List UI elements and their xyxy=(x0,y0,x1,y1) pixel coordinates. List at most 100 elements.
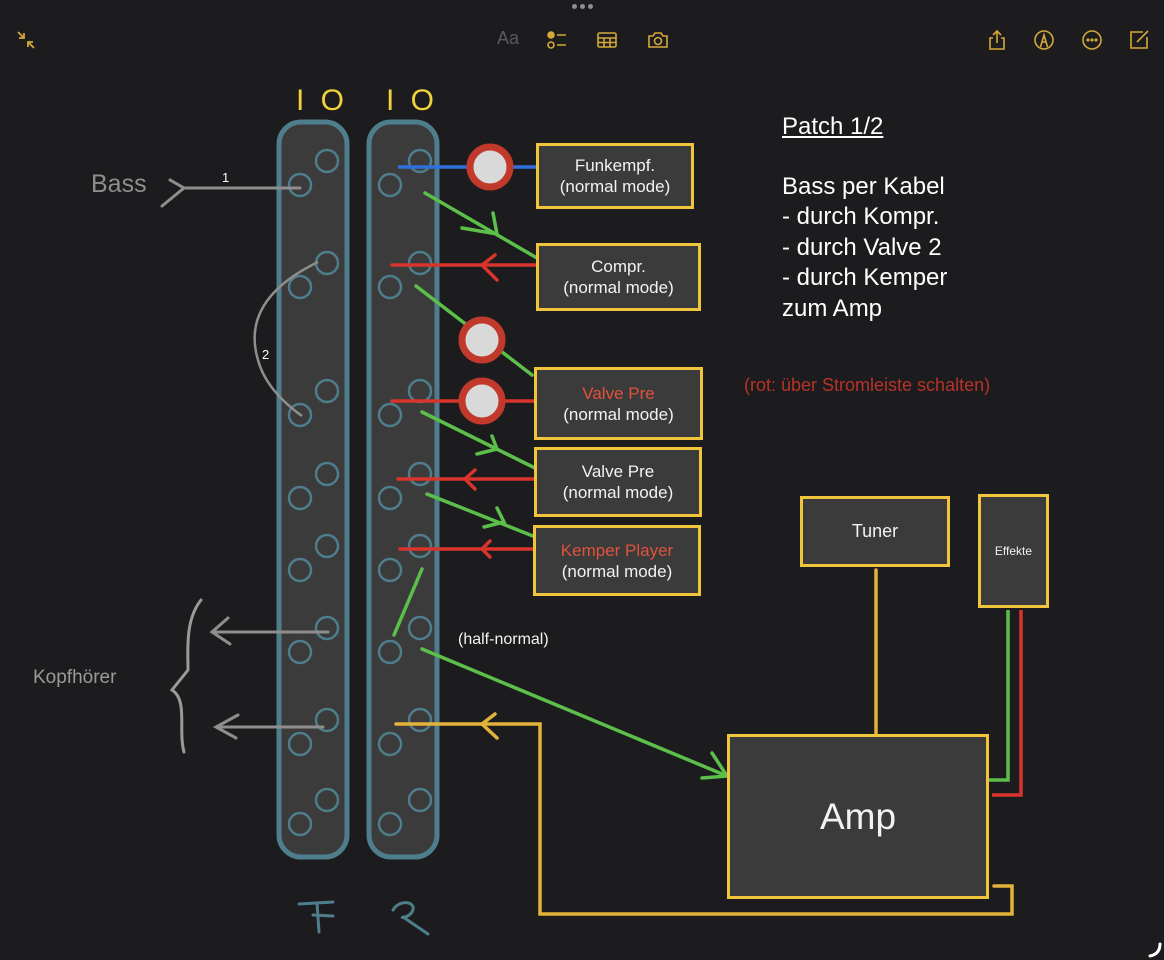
device-mode: (normal mode) xyxy=(561,561,673,581)
patchbay-jacks xyxy=(287,148,433,837)
more-button[interactable] xyxy=(1078,26,1106,54)
rear-jack xyxy=(407,533,433,559)
rear-jack xyxy=(377,557,403,583)
device-mode: (normal mode) xyxy=(563,278,674,297)
markup-button[interactable] xyxy=(1030,26,1058,54)
rear-jack xyxy=(407,148,433,174)
front-jack xyxy=(287,274,313,300)
rear-jack xyxy=(407,707,433,733)
front-letter-f xyxy=(297,900,335,934)
collapse-button[interactable] xyxy=(12,26,40,54)
format-text-button[interactable]: Aa xyxy=(496,28,520,48)
device-mode: (normal mode) xyxy=(563,404,674,424)
device-name: Funkempf. xyxy=(574,156,656,175)
markup-pen-icon xyxy=(1034,30,1054,50)
share-button[interactable] xyxy=(983,26,1011,54)
rear-jack xyxy=(377,731,403,757)
front-jack xyxy=(314,148,340,174)
device-box-kemper-player[interactable]: Kemper Player (normal mode) xyxy=(533,525,701,596)
headphone-out-2-arrow xyxy=(212,713,325,740)
note-line: - durch Kompr. xyxy=(782,203,940,230)
front-jack xyxy=(287,557,313,583)
device-name: Valve Pre xyxy=(581,462,655,481)
front-jack xyxy=(287,485,313,511)
amp-label: Amp xyxy=(819,795,897,837)
compose-icon xyxy=(1130,30,1149,49)
compose-button[interactable] xyxy=(1125,26,1153,54)
device-box-funkempf[interactable]: Funkempf. (normal mode) xyxy=(536,143,694,209)
note-line: zum Amp xyxy=(782,294,883,322)
rear-jack xyxy=(377,274,403,300)
effects-return-line xyxy=(992,610,1023,797)
amp-box[interactable]: Amp xyxy=(727,734,989,899)
tuner-box[interactable]: Tuner xyxy=(800,496,950,567)
device-name: Valve Pre xyxy=(582,383,655,403)
rear-jack xyxy=(407,615,433,641)
device-name: Compr. xyxy=(591,257,646,276)
front-jack xyxy=(314,378,340,404)
checklist-icon xyxy=(547,31,566,49)
front-jack xyxy=(314,533,340,559)
device-box-compr[interactable]: Compr. (normal mode) xyxy=(536,243,701,311)
device-name: Kemper Player xyxy=(560,540,674,560)
device-box-valve-pre-1[interactable]: Valve Pre (normal mode) xyxy=(534,367,703,440)
effects-label: Effekte xyxy=(994,543,1033,558)
cable-2-arc xyxy=(253,260,319,418)
patchbay-rear-column xyxy=(366,119,440,860)
front-jack xyxy=(314,787,340,813)
resize-corner-icon[interactable] xyxy=(1148,942,1162,958)
amp-return-lines xyxy=(394,568,1014,916)
share-icon xyxy=(989,29,1005,50)
half-normal-label: (half-normal) xyxy=(458,631,549,648)
rear-column-header: I O xyxy=(386,84,439,117)
red-hint-note: (rot: über Stromleiste schalten) xyxy=(744,375,991,395)
rear-jack xyxy=(377,172,403,198)
send-lines xyxy=(392,191,731,780)
cable-2-label: 2 xyxy=(262,347,270,362)
front-jack xyxy=(287,811,313,837)
note-line: Bass per Kabel xyxy=(782,172,945,200)
front-jack xyxy=(314,461,340,487)
patch-title: Patch 1/2 xyxy=(782,113,884,140)
patchbay-front-column xyxy=(276,119,350,860)
headphones-brace xyxy=(169,598,203,754)
front-column-header: I O xyxy=(296,84,349,117)
rear-jack xyxy=(407,461,433,487)
table-icon xyxy=(597,32,617,48)
ellipsis-circle-icon xyxy=(1082,30,1102,50)
camera-icon xyxy=(648,32,668,48)
device-box-valve-pre-2[interactable]: Valve Pre (normal mode) xyxy=(534,447,702,517)
collapse-arrows-icon xyxy=(17,31,35,49)
note-line: - durch Valve 2 xyxy=(782,233,942,261)
return-lines xyxy=(390,253,542,559)
rear-jack xyxy=(377,811,403,837)
front-jack xyxy=(314,615,340,641)
headphones-label: Kopfhörer xyxy=(33,667,117,688)
checklist-button[interactable] xyxy=(543,26,571,54)
effects-box[interactable]: Effekte xyxy=(978,494,1049,608)
front-jack xyxy=(287,402,313,428)
bass-label: Bass xyxy=(91,170,147,198)
window-grabber-handle[interactable] xyxy=(572,4,594,10)
note-line: - durch Kemper xyxy=(782,264,948,291)
table-button[interactable] xyxy=(593,26,621,54)
effects-send-line xyxy=(988,610,1010,782)
front-jack xyxy=(287,172,313,198)
rear-jack xyxy=(377,485,403,511)
front-jack xyxy=(287,639,313,665)
front-jack xyxy=(314,707,340,733)
headphone-out-1-arrow xyxy=(209,616,330,646)
tuner-label: Tuner xyxy=(851,521,899,541)
cable-1-label: 1 xyxy=(222,170,230,185)
camera-button[interactable] xyxy=(644,26,672,54)
device-mode: (normal mode) xyxy=(559,177,671,196)
rear-jack xyxy=(377,639,403,665)
rear-jack xyxy=(377,402,403,428)
bass-input-arrow xyxy=(160,178,302,208)
patch-notes: Patch 1/2 Bass per Kabel - durch Kompr. … xyxy=(782,112,947,324)
front-jack xyxy=(287,731,313,757)
rear-jack xyxy=(407,787,433,813)
rear-letter-r xyxy=(391,901,430,936)
power-switch-markers xyxy=(458,143,514,425)
